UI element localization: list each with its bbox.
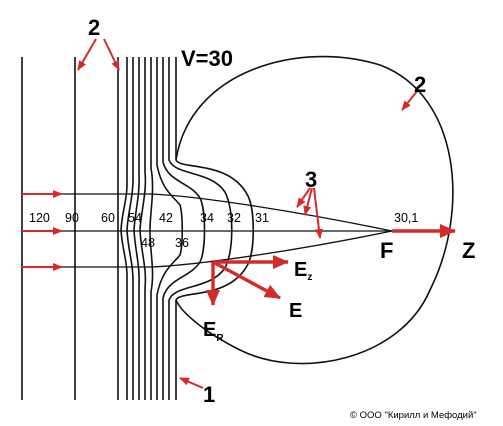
field-er-label: ER [203,319,224,344]
marker-2-top: 2 [88,15,100,40]
potential-label-48: 48 [141,236,155,250]
pointer-3-c [313,187,323,239]
equipotential-surface-30 [175,55,454,365]
equipotential-line-36 [156,57,184,400]
field-e-label: E [289,300,302,322]
e-arrow [212,260,281,300]
equipotential-line-34 [162,57,206,400]
axis-z-label: Z [462,238,475,263]
field-vectors [206,255,289,306]
potential-label-54: 54 [128,211,142,225]
marker-3: 3 [305,167,317,192]
potential-label-42: 42 [159,211,173,225]
pointer-2-surface [401,89,419,111]
equipotential-line-42 [149,57,154,400]
ray-upper [22,193,393,232]
ray-lower [22,230,393,268]
pointer-2-left [77,38,97,71]
equipotential-lines-straight [21,57,119,400]
potential-label-90: 90 [65,211,79,225]
electron-rays [22,193,393,268]
voltage-label: V=30 [181,46,233,71]
potential-label-32: 32 [227,211,241,225]
equipotential-line-48a [133,57,140,400]
equipotential-line-54a [120,57,128,400]
potential-label-31: 31 [255,211,269,225]
pointer-2-right [103,38,120,71]
field-ez-label: Ez [294,259,312,283]
equipotential-line-48b [139,57,147,400]
equipotential-line-32 [168,57,233,400]
potential-label-36: 36 [175,236,189,250]
equipotential-line-54b [126,57,134,400]
potential-labels: 120 90 60 54 42 34 32 31 30,1 48 36 [29,211,418,250]
marker-1: 1 [203,382,215,407]
pointer-3-b [303,187,313,216]
potential-label-30-1: 30,1 [394,211,418,225]
copyright-text: © ООО "Кирилл и Мефодий" [350,410,477,421]
beam-arrows [22,190,63,271]
marker-pointers [77,38,419,389]
potential-label-120: 120 [29,211,50,225]
focus-label: F [380,238,393,263]
equipotential-lines-curved [120,57,254,400]
potential-label-60: 60 [101,211,115,225]
pointer-1 [179,377,204,389]
marker-2-right: 2 [414,72,426,97]
potential-label-34: 34 [200,211,214,225]
equipotential-line-31 [175,57,254,400]
pointer-3-a [296,187,311,208]
